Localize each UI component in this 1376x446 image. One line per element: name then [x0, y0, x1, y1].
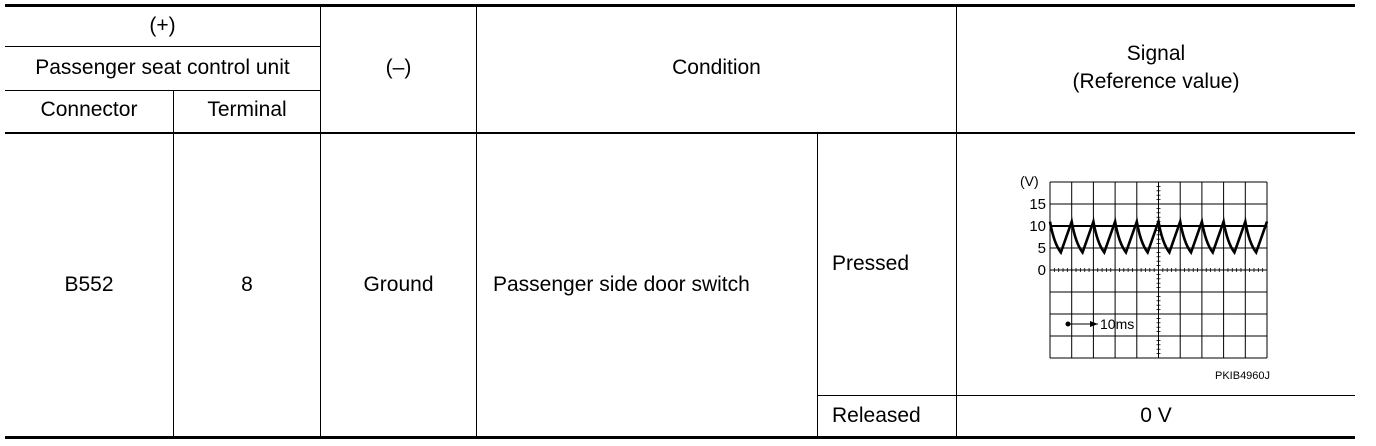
time-scale-marker [1065, 321, 1098, 327]
waveform-time-label: 10ms [1100, 316, 1134, 332]
bottom-rule [5, 436, 1355, 439]
vrule-condition-state [817, 133, 818, 437]
header-connector: Connector [40, 98, 138, 121]
header-signal-reference: (Reference value) [1072, 70, 1240, 93]
cell-terminal: 8 [241, 273, 253, 296]
header-condition: Condition [672, 56, 761, 79]
y-tick-label: 5 [1038, 240, 1046, 257]
header-minus: (–) [385, 56, 412, 79]
y-tick-label: 0 [1038, 262, 1046, 279]
header-terminal: Terminal [207, 98, 287, 121]
waveform-y-labels: 15 10 5 0 [1029, 196, 1046, 279]
header-unit: Passenger seat control unit [35, 56, 290, 79]
cell-minus: Ground [363, 273, 434, 296]
waveform-unit-label: (V) [1020, 173, 1039, 189]
cell-signal-released: 0 V [1140, 404, 1172, 427]
header-plus: (+) [149, 14, 176, 37]
vrule-connector-terminal [173, 90, 174, 437]
header-bottom-rule [5, 132, 1355, 134]
vrule-plus-minus [320, 5, 321, 437]
vrule-minus-condition [476, 5, 477, 437]
rule-pressed-bottom [817, 395, 1355, 396]
cell-condition: Passenger side door switch [493, 273, 750, 296]
header-signal: Signal [1126, 42, 1186, 65]
waveform-series-line [1048, 216, 1269, 256]
waveform-caption: PKIB4960J [1215, 370, 1270, 382]
vrule-condition-signal [956, 5, 957, 437]
y-tick-label: 15 [1029, 196, 1046, 213]
rule-unit-bottom [5, 90, 321, 91]
top-rule [5, 4, 1355, 7]
rule-plus-bottom [5, 46, 321, 47]
y-tick-label: 10 [1029, 218, 1046, 235]
cell-state-released: Released [832, 404, 921, 427]
cell-state-pressed: Pressed [832, 252, 910, 275]
waveform-chart: 15 10 5 0 (V) 10ms PKIB4960J [1020, 173, 1270, 382]
cell-connector: B552 [64, 273, 114, 296]
